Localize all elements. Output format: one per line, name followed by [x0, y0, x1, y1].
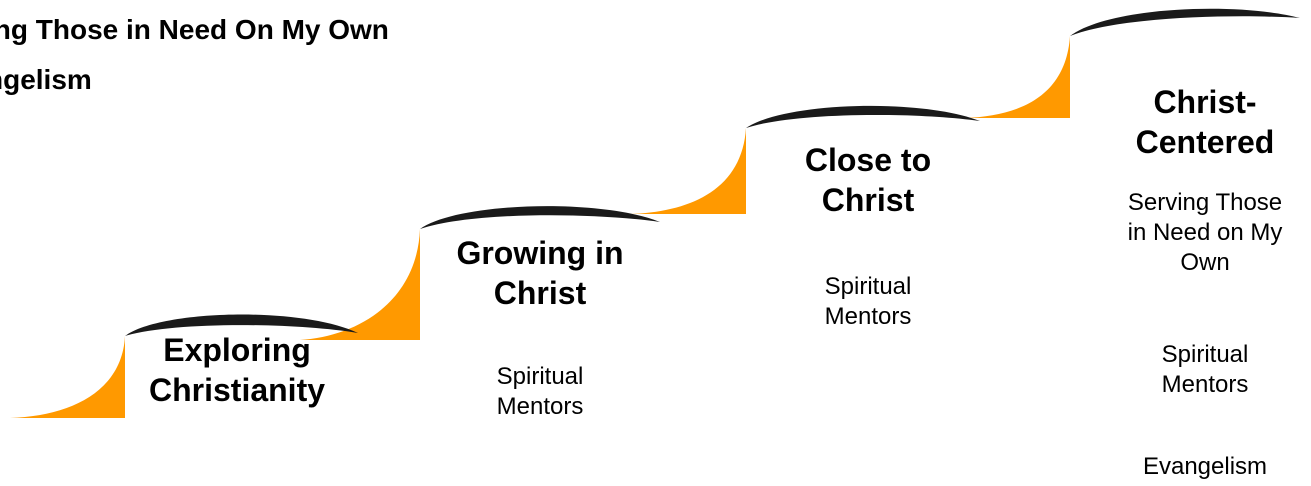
step-3-detail-line: Spiritual [824, 273, 912, 300]
step-3-riser [630, 128, 746, 214]
step-4-detail-line: Serving Those [1127, 189, 1283, 216]
step-3-detail-line: Mentors [824, 303, 912, 330]
step-4-title-line: Christ- [1153, 84, 1257, 120]
step-4-title-line: Centered [1135, 124, 1275, 160]
step-1-title: Exploring Christianity [122, 330, 352, 410]
step-4-detail-line: Mentors [1161, 371, 1249, 398]
step-4-detail-mentors: Spiritual Mentors [1125, 340, 1285, 400]
step-2-tread [420, 206, 660, 229]
step-2-title-line: Christ [493, 275, 587, 311]
step-3-title-line: Close to [804, 142, 932, 178]
step-4-detail-serving: Serving Those in Need on My Own [1085, 188, 1311, 278]
step-2-title-line: Growing in [456, 235, 624, 271]
header-line-1: ing Those in Need On My Own [0, 14, 389, 45]
step-4-tread [1070, 8, 1300, 36]
step-1-tread [125, 314, 358, 336]
step-4-riser [965, 36, 1070, 118]
step-4-detail-line: in Need on My [1127, 219, 1283, 246]
step-4-detail-line: Evangelism [1142, 453, 1268, 480]
step-2-title: Growing in Christ [425, 233, 655, 313]
step-2-riser [300, 229, 420, 340]
step-4-detail-line: Spiritual [1161, 341, 1249, 368]
step-3-detail: Spiritual Mentors [788, 272, 948, 332]
step-3-tread [746, 105, 980, 128]
step-1-riser [10, 336, 125, 418]
step-2-detail-line: Spiritual [496, 363, 584, 390]
step-1-title-line: Christianity [148, 372, 326, 408]
step-4-title: Christ- Centered [1090, 82, 1311, 162]
header-line-2: ngelism [0, 64, 92, 95]
step-4-detail-line: Own [1180, 249, 1230, 276]
step-3-title: Close to Christ [753, 140, 983, 220]
step-3-title-line: Christ [821, 182, 915, 218]
step-2-detail-line: Mentors [496, 393, 584, 420]
step-1-title-line: Exploring [163, 332, 311, 368]
step-2-detail: Spiritual Mentors [460, 362, 620, 422]
step-4-detail-evangelism: Evangelism [1125, 452, 1285, 482]
